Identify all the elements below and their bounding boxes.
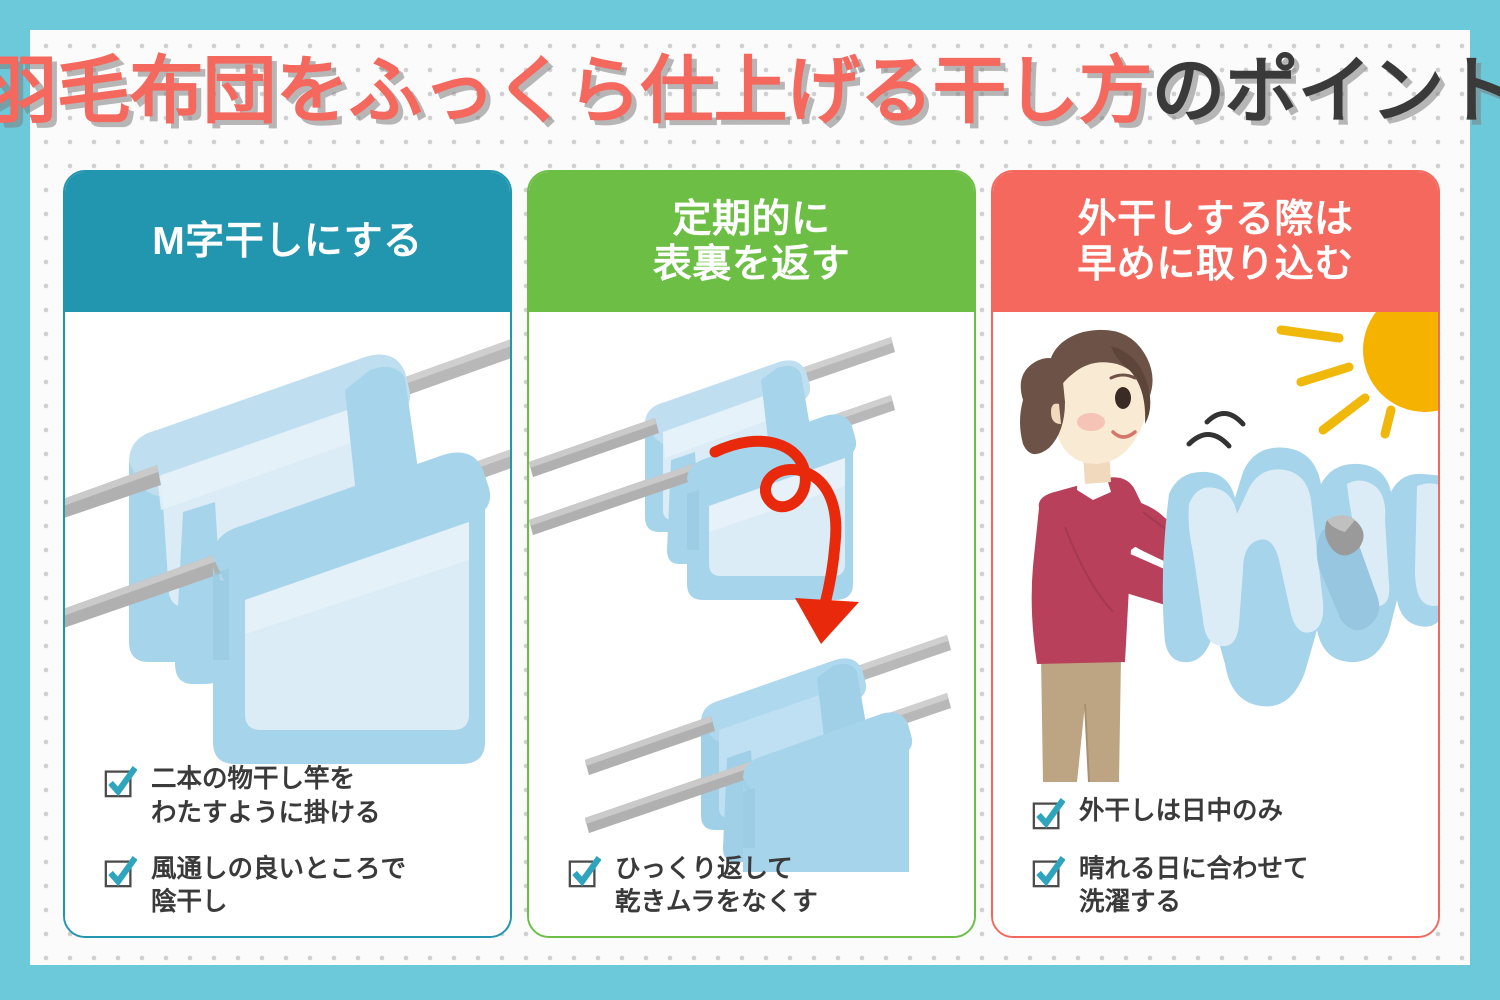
sun-icon — [1276, 312, 1438, 439]
illustration-futon-on-two-poles — [65, 339, 510, 764]
woman-figure — [1020, 329, 1229, 782]
wavy-futon — [1162, 447, 1438, 707]
list-item: ひっくり返して 乾きムラをなくす — [567, 853, 946, 920]
card-3-bullets: 外干しは日中のみ 晴れる日に合わせて 洗濯する — [993, 795, 1438, 920]
card-2-bullets: ひっくり返して 乾きムラをなくす — [529, 853, 974, 920]
bullet-text: 風通しの良いところで 陰干し — [151, 854, 407, 917]
card-3-header-line1: 外干しする際は — [1077, 197, 1354, 241]
illustration-woman-taking-in-futon — [1020, 312, 1438, 782]
bullet-text: 外干しは日中のみ — [1079, 796, 1284, 825]
list-item: 外干しは日中のみ — [1031, 795, 1410, 831]
card-1-bullets: 二本の物干し竿を わたすように掛ける 風通しの良いところで 陰干し — [65, 763, 510, 920]
card-1-header-line1: M字干しにする — [152, 220, 423, 264]
card-m-shape-drying[interactable]: M字干しにする — [63, 170, 512, 938]
card-2-header: 定期的に 表裏を返す — [529, 172, 974, 312]
card-3-header-line2: 早めに取り込む — [1077, 243, 1354, 286]
cards-row: M字干しにする — [63, 170, 1440, 938]
card-1-body: 二本の物干し竿を わたすように掛ける 風通しの良いところで 陰干し — [65, 312, 510, 936]
card-2-header-line2: 表裏を返す — [652, 243, 851, 286]
title-dark-part: のポイント — [1151, 49, 1500, 132]
list-item: 風通しの良いところで 陰干し — [103, 853, 482, 920]
card-1-header: M字干しにする — [65, 172, 510, 312]
checkbox-checked-icon — [104, 855, 137, 887]
checkbox-checked-icon — [1032, 855, 1065, 887]
card-2-body: ひっくり返して 乾きムラをなくす — [529, 312, 974, 936]
bullet-text: 二本の物干し竿を わたすように掛ける — [151, 765, 381, 828]
illustration-futon-flip — [529, 337, 951, 872]
flip-arrow-icon — [709, 435, 859, 644]
bullet-text: ひっくり返して 乾きムラをなくす — [615, 854, 818, 917]
list-item: 二本の物干し竿を わたすように掛ける — [103, 763, 482, 830]
checkbox-checked-icon — [568, 855, 601, 887]
checkbox-checked-icon — [104, 766, 137, 798]
page-title: 羽毛布団をふっくら仕上げる干し方のポイント — [0, 54, 1500, 128]
motion-arcs-icon — [1186, 411, 1246, 449]
card-2-header-line1: 定期的に — [672, 197, 831, 241]
card-bring-in-early[interactable]: 外干しする際は 早めに取り込む — [991, 170, 1440, 938]
poster-title-container: 羽毛布団をふっくら仕上げる干し方のポイント — [0, 36, 1500, 146]
card-flip-regularly[interactable]: 定期的に 表裏を返す — [527, 170, 976, 938]
bullet-text: 晴れる日に合わせて 洗濯する — [1079, 854, 1309, 917]
title-red-part: 羽毛布団をふっくら仕上げる干し方 — [0, 49, 1153, 132]
card-3-body: 外干しは日中のみ 晴れる日に合わせて 洗濯する — [993, 312, 1438, 936]
list-item: 晴れる日に合わせて 洗濯する — [1031, 853, 1410, 920]
card-3-header: 外干しする際は 早めに取り込む — [993, 172, 1438, 312]
checkbox-checked-icon — [1032, 797, 1065, 829]
